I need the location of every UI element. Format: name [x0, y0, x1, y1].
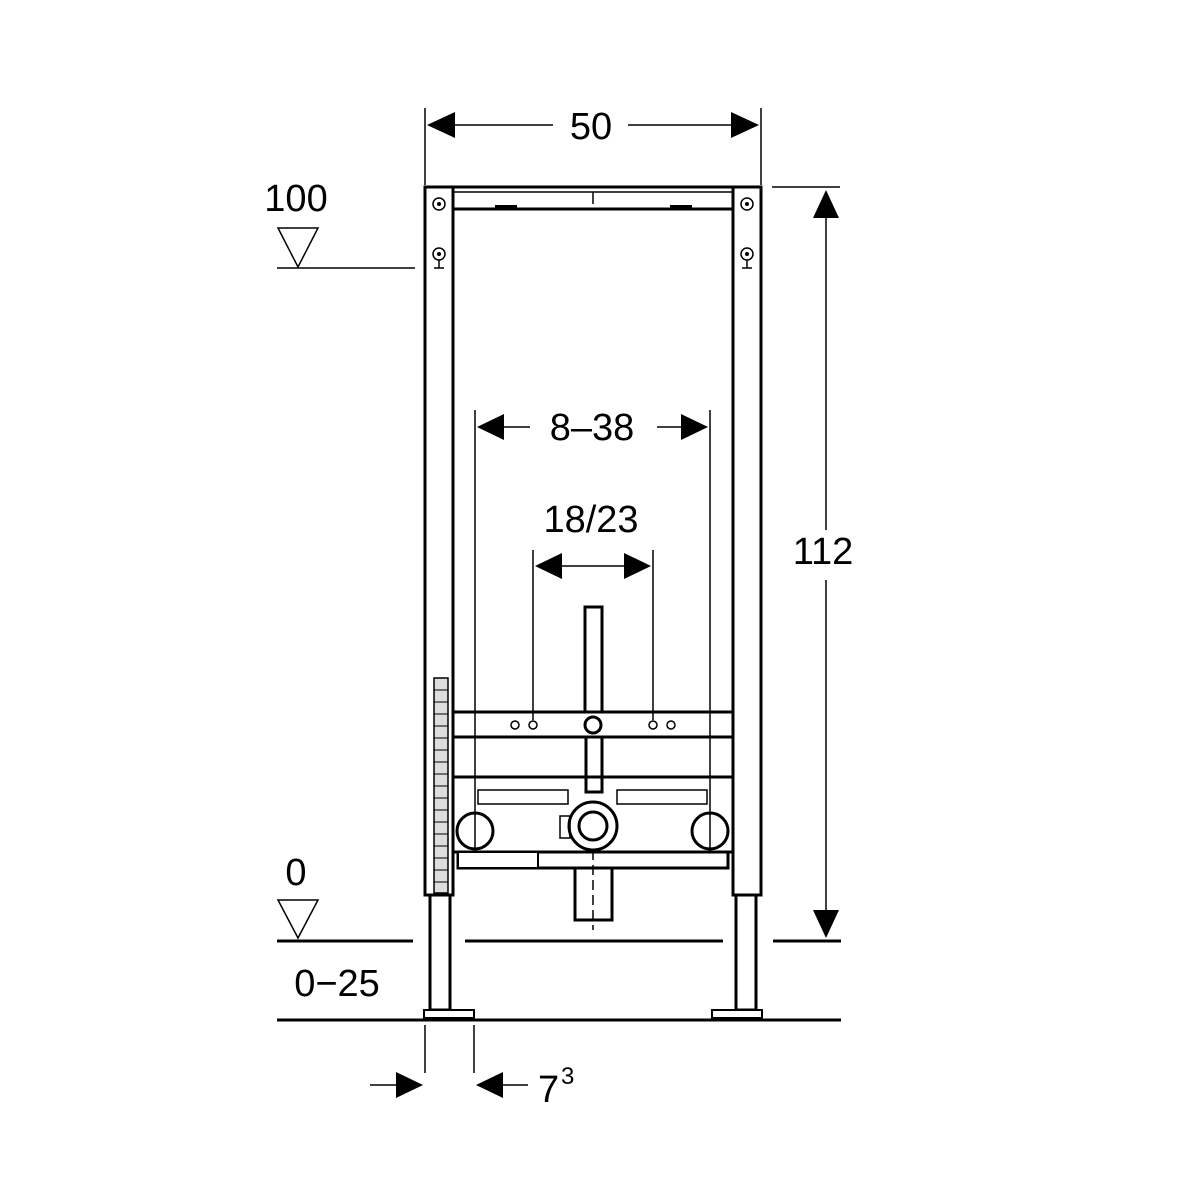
foot-offset-label: 7 [538, 1069, 559, 1111]
upper-level-marker: 100 [264, 178, 415, 269]
foot-offset-dimension: 7 3 [370, 1025, 574, 1111]
height-dimension: 112 [772, 186, 854, 938]
floor-level-marker: 0 0−25 [276, 852, 841, 1022]
outer-spacing-label: 8–38 [550, 407, 635, 449]
bidet-mounting-assembly [451, 605, 735, 930]
foot-adjust-label: 0−25 [294, 963, 380, 1005]
height-label: 112 [793, 531, 854, 573]
upper-level-label: 100 [264, 178, 327, 220]
foot-offset-superscript: 3 [561, 1063, 574, 1090]
inner-spacing-label: 18/23 [543, 499, 638, 541]
frame [423, 185, 763, 1019]
width-label: 50 [570, 106, 612, 148]
outer-spacing-dimension: 8–38 [474, 407, 711, 850]
inner-spacing-dimension: 18/23 [532, 499, 654, 720]
width-dimension: 50 [424, 106, 762, 185]
floor-level-label: 0 [285, 852, 306, 894]
